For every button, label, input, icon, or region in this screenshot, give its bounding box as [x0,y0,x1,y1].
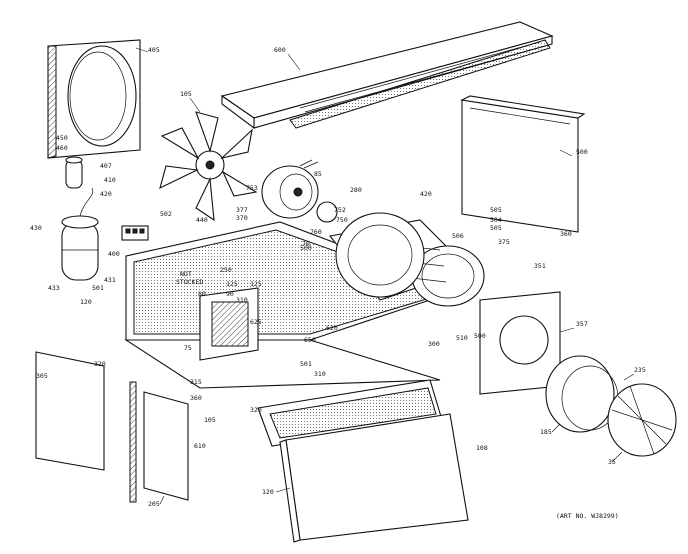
not-stocked-line-2: STOCKED [176,278,203,286]
front-grille [257,379,469,543]
top-cover-panel [220,21,554,130]
callout-360: 360 [560,230,572,238]
callout-440: 440 [196,216,208,224]
callout-310: 310 [314,370,326,378]
callout-90: 90 [226,290,234,298]
callout-125b: 125 [250,280,262,288]
condenser-shroud [47,39,141,159]
callout-35: 35 [608,458,616,466]
callout-610: 610 [194,442,206,450]
callout-506: 506 [452,232,464,240]
callout-360b: 360 [190,394,202,402]
fan-motor [261,159,338,223]
callout-305: 305 [36,372,48,380]
callout-502: 502 [160,210,172,218]
callout-377: 377 [236,206,248,214]
callout-320b: 320 [250,406,262,414]
leader-lines [135,47,635,505]
capacitor [65,156,83,189]
callout-450: 450 [56,134,68,142]
callout-85: 85 [314,170,322,178]
callout-310b: 310 [236,296,248,304]
callout-433: 433 [48,284,60,292]
callout-752: 752 [334,206,346,214]
callout-510: 510 [456,334,468,342]
callout-505: 505 [490,206,502,214]
callout-250: 250 [220,266,232,274]
blower-scroll [335,212,425,298]
callout-300: 300 [428,340,440,348]
filter-ring [545,355,619,433]
callout-650: 650 [304,336,316,344]
callout-500b: 500 [300,244,312,252]
callout-125: 125 [226,280,238,288]
callout-400: 400 [108,250,120,258]
evaporator-coil [460,95,586,233]
not-stocked-line-1: NOT [180,270,192,278]
callout-501: 501 [92,284,104,292]
bulkhead-panel [479,291,561,395]
callout-375: 375 [498,238,510,246]
callout-105: 105 [180,90,192,98]
callout-504: 504 [490,216,502,224]
callout-625: 625 [250,318,262,326]
condenser-fan-blade [159,111,258,222]
callout-105b: 105 [204,416,216,424]
callout-370: 370 [236,214,248,222]
callout-505b: 505 [490,224,502,232]
callout-351: 351 [534,262,546,270]
callout-120b: 120 [262,488,274,496]
callout-320: 320 [94,360,106,368]
callout-431: 431 [104,276,116,284]
callout-108: 108 [476,444,488,452]
callout-410: 410 [104,176,116,184]
side-panel [35,351,105,471]
art-number: (ART NO. WJ8299) [556,512,619,520]
fan-cover [607,383,677,457]
callout-407: 407 [100,162,112,170]
callout-460: 460 [56,144,68,152]
callout-500c: 500 [474,332,486,340]
callout-753: 753 [246,184,258,192]
callout-760: 760 [310,228,322,236]
callout-501b: 501 [300,360,312,368]
callout-405: 405 [148,46,160,54]
callout-75: 75 [184,344,192,352]
terminal-block [121,225,149,241]
callout-280: 280 [350,186,362,194]
callout-420: 420 [100,190,112,198]
callout-420b: 420 [420,190,432,198]
callout-500: 500 [576,148,588,156]
callout-labels: 600 405 105 450 460 407 410 420 400 430 … [30,46,646,520]
control-panel [199,287,259,361]
callout-430: 430 [30,224,42,232]
callout-357: 357 [576,320,588,328]
callout-750: 750 [336,216,348,224]
callout-185: 185 [540,428,552,436]
callout-235: 235 [634,366,646,374]
callout-120: 120 [80,298,92,306]
callout-205: 205 [148,500,160,508]
callout-620: 620 [326,324,338,332]
callout-70: 70 [302,240,310,248]
compressor [61,187,99,281]
callout-315: 315 [190,378,202,386]
bottom-rail [129,381,189,503]
callout-80: 80 [198,290,206,298]
callout-600: 600 [274,46,286,54]
